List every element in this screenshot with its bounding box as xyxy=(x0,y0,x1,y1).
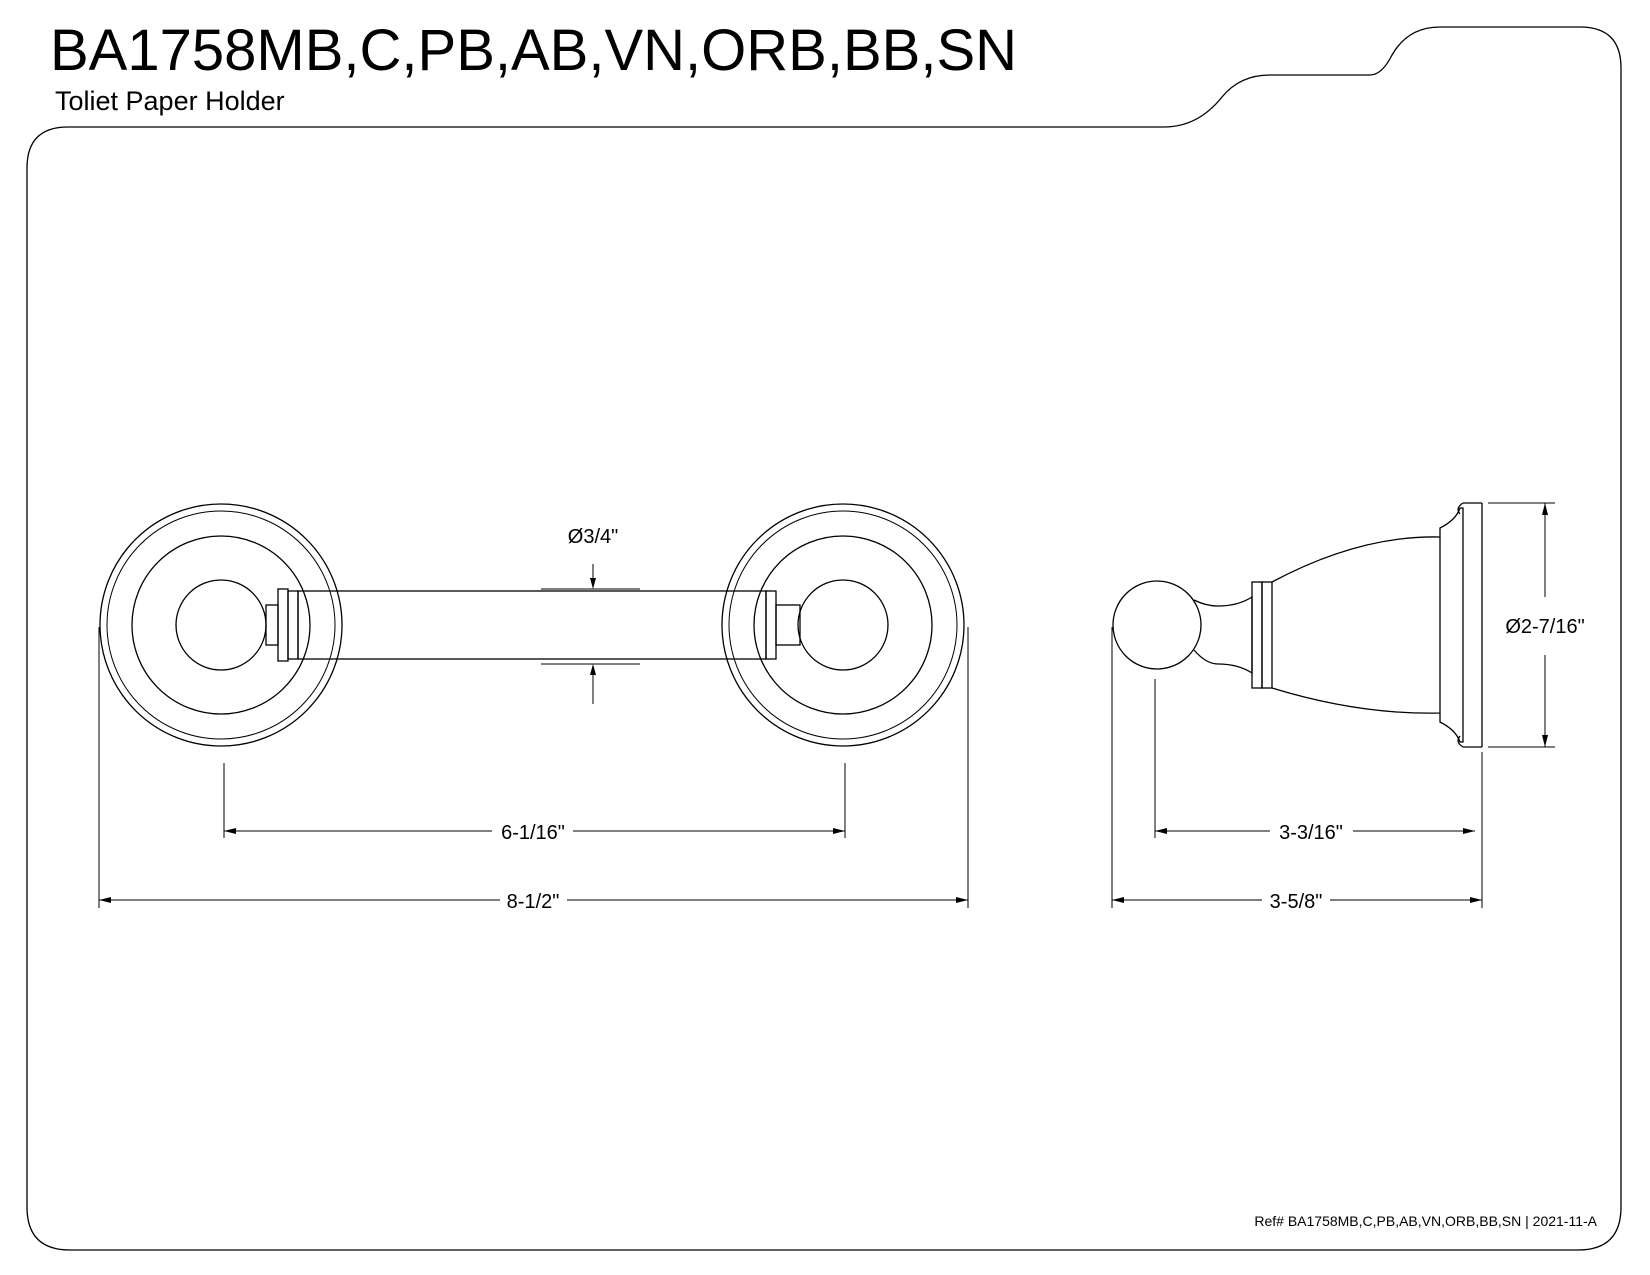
right-post xyxy=(797,579,889,671)
side-view: Ø2-7/16" 3-3/16" 3-5/8" xyxy=(1111,502,1585,913)
left-flange-ring xyxy=(106,510,336,740)
right-bar-cap xyxy=(765,590,777,660)
right-flange-ring xyxy=(728,510,958,740)
end-knob xyxy=(1112,580,1202,670)
footer-reference: Ref# BA1758MB,C,PB,AB,VN,ORB,BB,SN | 202… xyxy=(1254,1213,1597,1229)
right-flange-outer xyxy=(721,503,965,747)
post-collar xyxy=(1251,581,1263,689)
left-bar-cap xyxy=(287,590,299,660)
overall-projection-label: 3-5/8" xyxy=(1270,891,1323,913)
product-name: Toliet Paper Holder xyxy=(55,86,285,116)
projection-to-post-label: 3-3/16" xyxy=(1279,822,1343,844)
post-neck xyxy=(1193,595,1253,675)
left-flange-inner xyxy=(131,535,311,715)
right-bar-stub xyxy=(775,604,801,646)
left-post xyxy=(175,579,267,671)
model-title: BA1758MB,C,PB,AB,VN,ORB,BB,SN xyxy=(50,18,1017,83)
bar-diameter-label: Ø3/4" xyxy=(568,526,618,548)
paper-bar xyxy=(297,590,767,660)
flange-diameter-label: Ø2-7/16" xyxy=(1505,616,1584,638)
front-view: Ø3/4" 6-1/16" 8-1/2" xyxy=(98,503,969,913)
overall-width-label: 8-1/2" xyxy=(507,891,560,913)
left-flange-outer xyxy=(99,503,343,747)
post-spacing-label: 6-1/16" xyxy=(501,822,565,844)
bell-body xyxy=(1271,536,1441,714)
sheet-border xyxy=(26,26,1622,1251)
right-flange-inner xyxy=(753,535,933,715)
left-bar-collar xyxy=(277,588,289,662)
post-collar-inner xyxy=(1261,581,1273,689)
wall-flange xyxy=(1439,507,1464,743)
left-bar-stub xyxy=(265,604,279,646)
